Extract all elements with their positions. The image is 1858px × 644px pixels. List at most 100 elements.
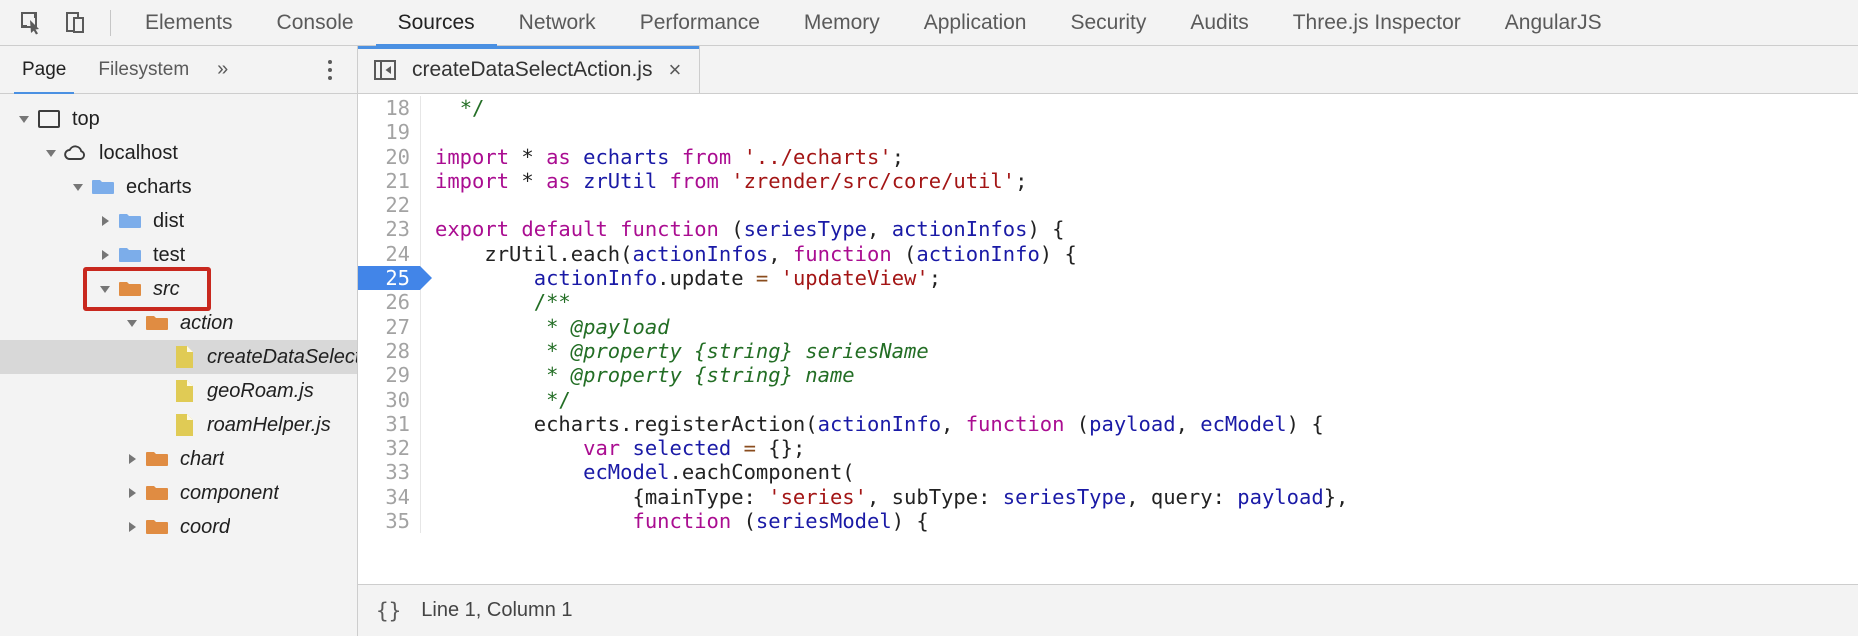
- code-line: 33 ecModel.eachComponent(: [358, 460, 1858, 485]
- code-line: 27 * @payload: [358, 314, 1858, 339]
- tab-threejs-inspector[interactable]: Three.js Inspector: [1271, 0, 1483, 46]
- gutter-divider: [420, 217, 421, 242]
- tree-item-src[interactable]: src: [0, 272, 357, 306]
- tree-item-chart[interactable]: chart: [0, 442, 357, 476]
- navigator-tab-filesystem[interactable]: Filesystem: [82, 46, 205, 94]
- tree-item-label: coord: [180, 515, 231, 538]
- tab-network[interactable]: Network: [497, 0, 618, 46]
- toolbar-divider: [110, 9, 111, 36]
- tree-item-component[interactable]: component: [0, 476, 357, 510]
- tree-item-label: test: [153, 243, 186, 266]
- folder-mapped-icon: [115, 279, 145, 299]
- gutter-divider: [420, 363, 421, 388]
- editor-tab-createdataselectaction[interactable]: createDataSelectAction.js ×: [358, 46, 701, 93]
- tree-item-action[interactable]: action: [0, 306, 357, 340]
- navigator-more-tabs-icon[interactable]: »: [205, 58, 240, 81]
- tree-item-label: localhost: [99, 141, 178, 164]
- line-number[interactable]: 23: [358, 217, 420, 242]
- pretty-print-icon[interactable]: {}: [376, 598, 402, 623]
- tree-item-echarts[interactable]: echarts: [0, 170, 357, 204]
- chevron-right-icon[interactable]: [95, 238, 115, 272]
- line-number[interactable]: 27: [358, 314, 420, 339]
- tab-label: Elements: [145, 10, 233, 34]
- line-number[interactable]: 34: [358, 484, 420, 510]
- tab-label: AngularJS: [1504, 10, 1602, 34]
- chevron-down-icon[interactable]: [122, 306, 142, 340]
- code-line: 30 */: [358, 387, 1858, 412]
- tab-console[interactable]: Console: [255, 0, 376, 46]
- line-number[interactable]: 31: [358, 411, 420, 437]
- chevron-down-icon[interactable]: [68, 170, 88, 204]
- tab-application[interactable]: Application: [902, 0, 1049, 46]
- chevron-right-icon[interactable]: [122, 442, 142, 476]
- tree-item-dist[interactable]: dist: [0, 204, 357, 238]
- chevron-down-icon[interactable]: [41, 136, 61, 170]
- line-number[interactable]: 18: [358, 96, 420, 121]
- line-number[interactable]: 28: [358, 338, 420, 364]
- line-number[interactable]: 22: [358, 193, 420, 218]
- chevron-right-icon[interactable]: [122, 510, 142, 544]
- line-number[interactable]: 20: [358, 144, 420, 169]
- tree-item-createdataselectacti[interactable]: createDataSelectActi: [0, 340, 357, 374]
- tree-item-test[interactable]: test: [0, 238, 357, 272]
- line-number[interactable]: 29: [358, 363, 420, 388]
- panel-tab-list: Elements Console Sources Network Perform…: [123, 0, 1624, 47]
- tab-label: Application: [923, 10, 1027, 34]
- tab-elements[interactable]: Elements: [123, 0, 255, 46]
- tab-label: Audits: [1190, 10, 1249, 34]
- tree-item-roamhelper-js[interactable]: roamHelper.js: [0, 408, 357, 442]
- line-number[interactable]: 30: [358, 387, 420, 412]
- line-number[interactable]: 32: [358, 436, 420, 461]
- gutter-divider: [420, 387, 421, 412]
- line-number[interactable]: 26: [358, 290, 420, 315]
- line-number[interactable]: 19: [358, 120, 420, 145]
- tab-label: Security: [1070, 10, 1147, 34]
- tab-security[interactable]: Security: [1048, 0, 1168, 46]
- inspect-element-icon[interactable]: [10, 1, 54, 45]
- chevron-right-icon[interactable]: [122, 476, 142, 510]
- execution-line-marker[interactable]: 25: [358, 266, 432, 291]
- device-toolbar-icon[interactable]: [54, 1, 98, 45]
- more-options-icon[interactable]: [319, 57, 341, 83]
- code-line-text: */: [435, 387, 571, 412]
- tab-memory[interactable]: Memory: [782, 0, 902, 46]
- code-line-text: * @property {string} seriesName: [435, 338, 929, 363]
- cloud-icon: [61, 143, 91, 163]
- tree-item-coord[interactable]: coord: [0, 510, 357, 544]
- tab-audits[interactable]: Audits: [1168, 0, 1270, 46]
- close-icon[interactable]: ×: [668, 56, 682, 82]
- gutter-divider: [420, 241, 421, 267]
- line-number[interactable]: 35: [358, 509, 420, 534]
- tab-sources[interactable]: Sources: [375, 0, 497, 47]
- tab-performance[interactable]: Performance: [618, 0, 782, 46]
- line-number[interactable]: 24: [358, 241, 420, 267]
- chevron-right-icon[interactable]: [95, 204, 115, 238]
- tree-item-top[interactable]: top: [0, 102, 357, 136]
- tree-item-localhost[interactable]: localhost: [0, 136, 357, 170]
- chevron-double-right-icon: »: [217, 58, 229, 80]
- tree-item-label: top: [72, 107, 100, 130]
- line-number[interactable]: 21: [358, 168, 420, 194]
- tab-angularjs[interactable]: AngularJS: [1483, 0, 1624, 46]
- gutter-divider: [420, 193, 421, 218]
- chevron-down-icon[interactable]: [14, 102, 34, 136]
- tab-label: Memory: [803, 10, 880, 34]
- folder-icon: [88, 177, 118, 197]
- code-line: 24 zrUtil.each(actionInfos, function (ac…: [358, 241, 1858, 267]
- navigator-tabbar: Page Filesystem »: [0, 46, 357, 95]
- tree-item-georoam-js[interactable]: geoRoam.js: [0, 374, 357, 408]
- navigator-tab-page[interactable]: Page: [6, 46, 82, 95]
- line-number[interactable]: 33: [358, 460, 420, 485]
- js-file-icon: [169, 413, 199, 437]
- chevron-down-icon[interactable]: [95, 272, 115, 306]
- code-line: 25 actionInfo.update = 'updateView';: [358, 266, 1858, 291]
- code-line: 31 echarts.registerAction(actionInfo, fu…: [358, 411, 1858, 437]
- collapse-sidebar-icon[interactable]: [372, 57, 398, 83]
